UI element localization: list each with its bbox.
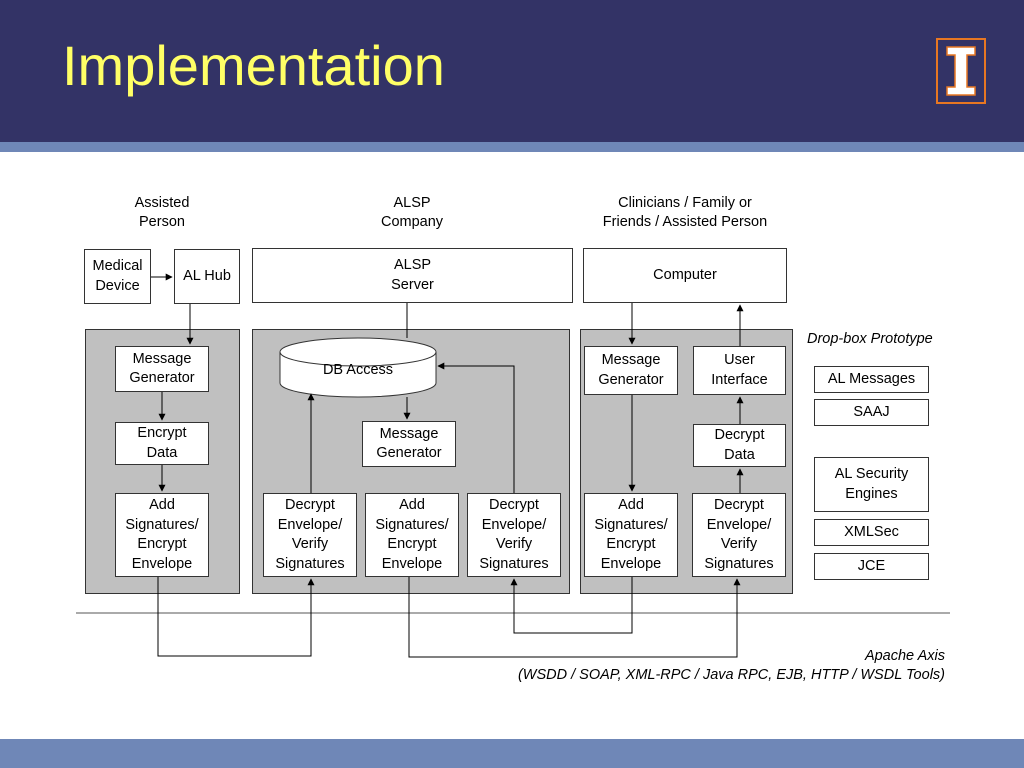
column-label-clinicians: Clinicians / Family or Friends / Assiste… (602, 195, 768, 230)
right-message-generator-box: Message Generator (584, 346, 678, 395)
al-security-engines-box: AL Security Engines (814, 457, 929, 512)
middle-decrypt-envelope-left-box: Decrypt Envelope/ Verify Signatures (263, 493, 357, 577)
right-add-signatures-box: Add Signatures/ Encrypt Envelope (584, 493, 678, 577)
slide-header (0, 0, 1024, 142)
xmlsec-box: XMLSec (814, 519, 929, 546)
right-decrypt-envelope-box: Decrypt Envelope/ Verify Signatures (692, 493, 786, 577)
alsp-server-box: ALSP Server (252, 248, 573, 303)
left-encrypt-data-box: Encrypt Data (115, 422, 209, 465)
column-label-alsp-company: ALSP Company (380, 195, 444, 230)
computer-box: Computer (583, 248, 787, 303)
header-stripe (0, 142, 1024, 152)
transport-line-1: Apache Axis (864, 648, 945, 664)
al-messages-box: AL Messages (814, 366, 929, 393)
saaj-box: SAAJ (814, 399, 929, 426)
middle-decrypt-envelope-right-box: Decrypt Envelope/ Verify Signatures (467, 493, 561, 577)
left-message-generator-box: Message Generator (115, 346, 209, 392)
middle-message-generator-box: Message Generator (362, 421, 456, 467)
transport-line-2: (WSDD / SOAP, XML-RPC / Java RPC, EJB, H… (517, 667, 945, 683)
jce-box: JCE (814, 553, 929, 580)
slide-title: Implementation (62, 34, 445, 97)
middle-add-signatures-box: Add Signatures/ Encrypt Envelope (365, 493, 459, 577)
illinois-block-i-logo-icon (936, 38, 986, 104)
al-hub-box: AL Hub (174, 249, 240, 304)
right-user-interface-box: User Interface (693, 346, 786, 395)
medical-device-box: Medical Device (84, 249, 151, 304)
right-decrypt-data-box: Decrypt Data (693, 424, 786, 467)
footer-bar (0, 739, 1024, 768)
prototype-heading: Drop-box Prototype (807, 331, 933, 347)
left-add-signatures-box: Add Signatures/ Encrypt Envelope (115, 493, 209, 577)
column-label-assisted-person: Assisted Person (134, 195, 190, 230)
db-access-label: DB Access (322, 362, 394, 378)
